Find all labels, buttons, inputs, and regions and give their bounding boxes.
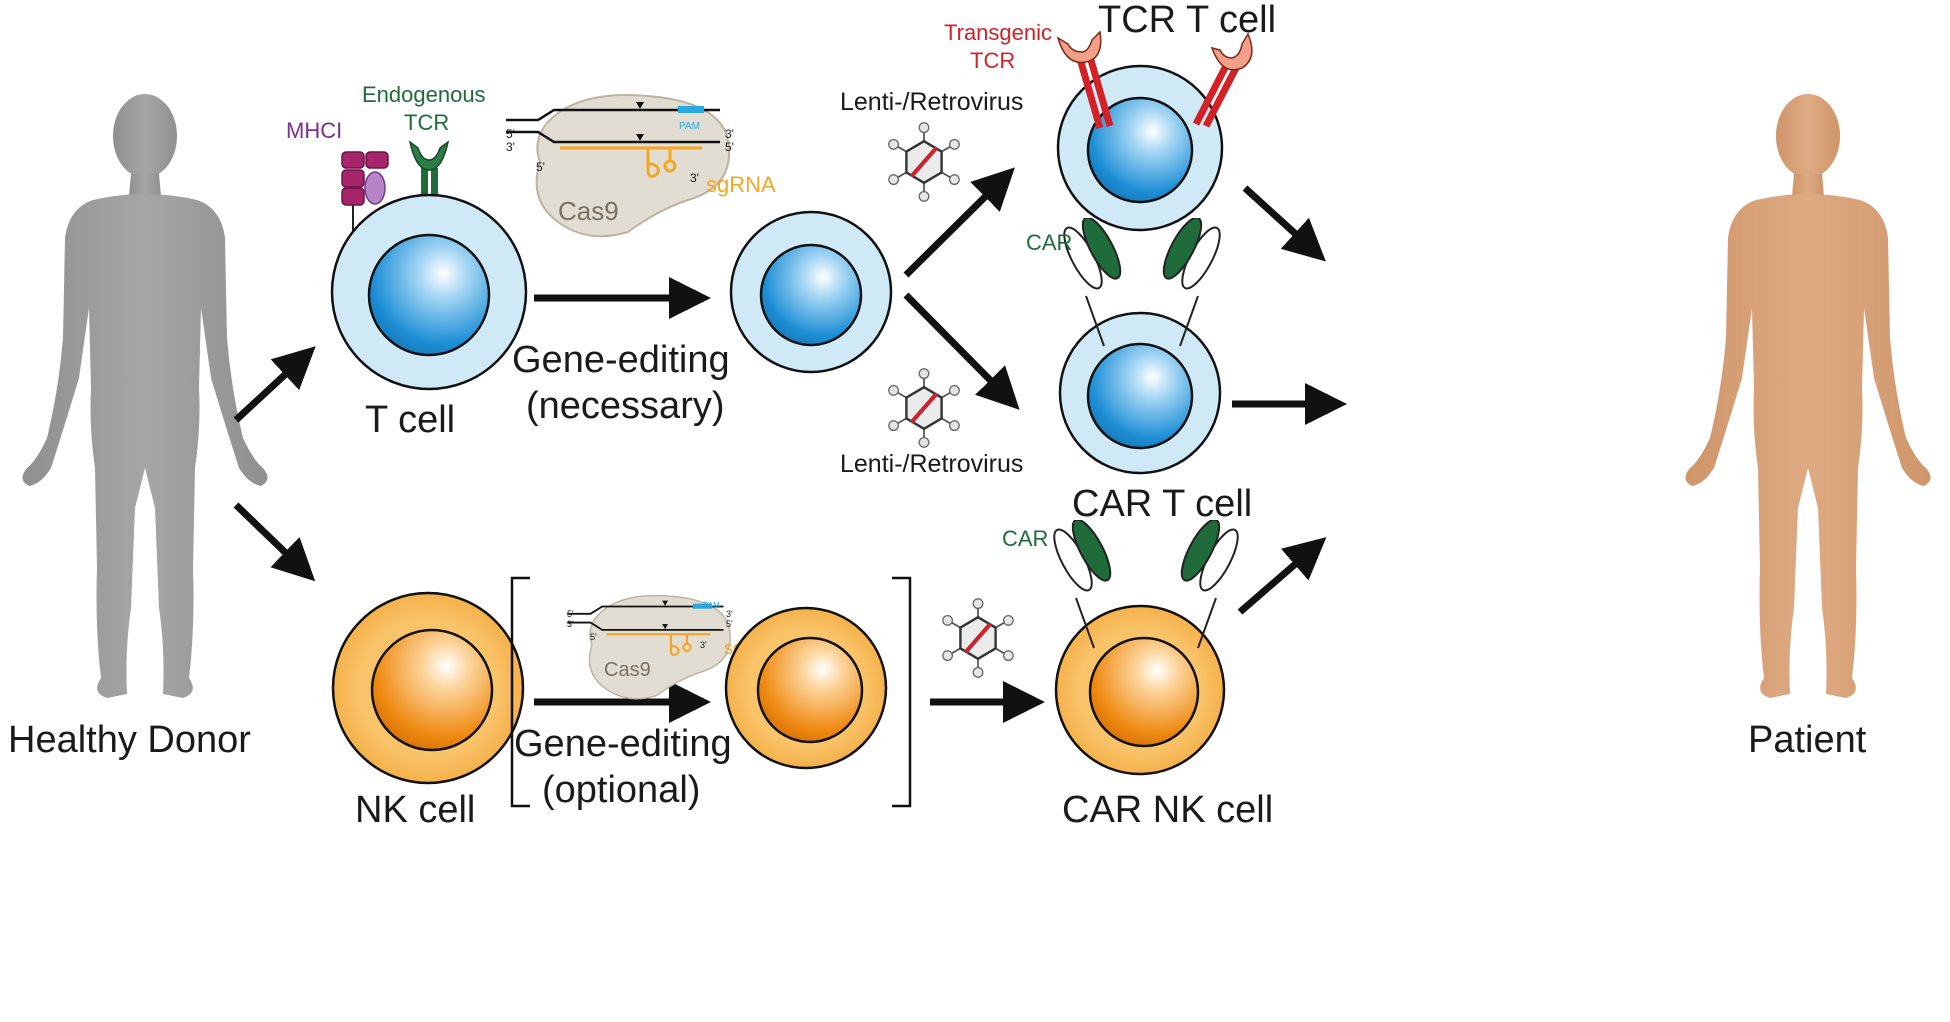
gene-editing-optional-label: Gene-editing xyxy=(514,723,732,765)
t-cell xyxy=(330,140,528,391)
cas9-label-top: Cas9 xyxy=(558,196,619,226)
cas9-bottom-3prime-2: 3' xyxy=(726,609,733,619)
cas9-label-bottom: Cas9 xyxy=(604,659,651,681)
mhci-label: MHCI xyxy=(286,118,342,143)
arrow-tcr-to-patient xyxy=(1242,185,1326,262)
mhc-class-i-icon xyxy=(341,151,389,206)
pam-label-top: PAM xyxy=(679,121,700,132)
healthy-donor-silhouette-icon xyxy=(22,94,268,698)
car-label-top: CAR xyxy=(1026,230,1072,255)
patient-silhouette-icon xyxy=(1685,94,1931,698)
gene-editing-necessary-label: Gene-editing xyxy=(512,339,730,381)
car-label-bottom: CAR xyxy=(1002,526,1048,551)
transgenic-tcr-label-1: Transgenic xyxy=(944,20,1052,45)
transgenic-tcr-icon-right xyxy=(1192,32,1253,128)
sgrna-label-top: sgRNA xyxy=(706,172,776,197)
transgenic-tcr-label-2: TCR xyxy=(970,48,1015,73)
arrow-donor-to-nk-cell xyxy=(233,502,316,582)
bracket-left xyxy=(510,576,530,808)
tcr-t-cell xyxy=(1056,30,1253,232)
lenti-retrovirus-label-bottom: Lenti-/Retrovirus xyxy=(840,450,1023,478)
cas9-top-5prime-3: 5' xyxy=(536,160,545,174)
car-t-cell xyxy=(1058,218,1226,475)
edited-nk-cell xyxy=(724,606,888,770)
nk-cell xyxy=(331,591,525,785)
viral-vector-icon-bottom xyxy=(940,598,1016,678)
arrow-car-nk-to-patient xyxy=(1237,537,1327,615)
car-t-cell-label: CAR T cell xyxy=(1072,483,1252,525)
endogenous-tcr-label-2: TCR xyxy=(404,110,449,135)
t-cell-label: T cell xyxy=(365,399,455,441)
edited-t-cell xyxy=(729,210,893,374)
cas9-bottom-3prime-1: 3' xyxy=(567,619,574,629)
endogenous-tcr-label-1: Endogenous xyxy=(362,82,486,107)
tcr-t-cell-label: TCR T cell xyxy=(1098,0,1276,41)
cas9-top-5prime-2: 5' xyxy=(725,140,734,154)
patient-label: Patient xyxy=(1748,719,1867,761)
cas9-bottom-5prime-1: 5' xyxy=(567,609,574,619)
cas9-top-3prime-2: 3' xyxy=(725,127,734,141)
cas9-top-3prime-3: 3' xyxy=(690,171,699,185)
necessary-label: (necessary) xyxy=(526,385,725,427)
optional-label: (optional) xyxy=(542,769,700,811)
pam-label-bottom: PAM xyxy=(703,601,720,610)
nk-cell-label: NK cell xyxy=(355,789,475,831)
car-nk-cell xyxy=(1048,520,1244,776)
viral-vector-icon-top xyxy=(886,122,962,202)
healthy-donor-label: Healthy Donor xyxy=(8,719,251,761)
viral-vector-icon-middle xyxy=(886,368,962,448)
arrow-to-tcr-t-cell xyxy=(903,167,1015,278)
cas9-bottom-5prime-3: 5' xyxy=(590,632,597,642)
cas9-top-5prime-1: 5' xyxy=(506,127,515,141)
car-nk-cell-label: CAR NK cell xyxy=(1062,789,1273,831)
arrow-donor-to-t-cell xyxy=(233,346,316,423)
flow-arrows xyxy=(233,167,1347,723)
arrow-to-car-t-cell xyxy=(903,292,1020,410)
lenti-retrovirus-label-top: Lenti-/Retrovirus xyxy=(840,88,1023,116)
cas9-top-3prime-1: 3' xyxy=(506,140,515,154)
bracket-right xyxy=(892,576,912,808)
cas9-bottom-5prime-2: 5' xyxy=(726,619,733,629)
transgenic-tcr-icon-left xyxy=(1056,30,1114,129)
cas9-bottom-3prime-3: 3' xyxy=(700,640,707,650)
